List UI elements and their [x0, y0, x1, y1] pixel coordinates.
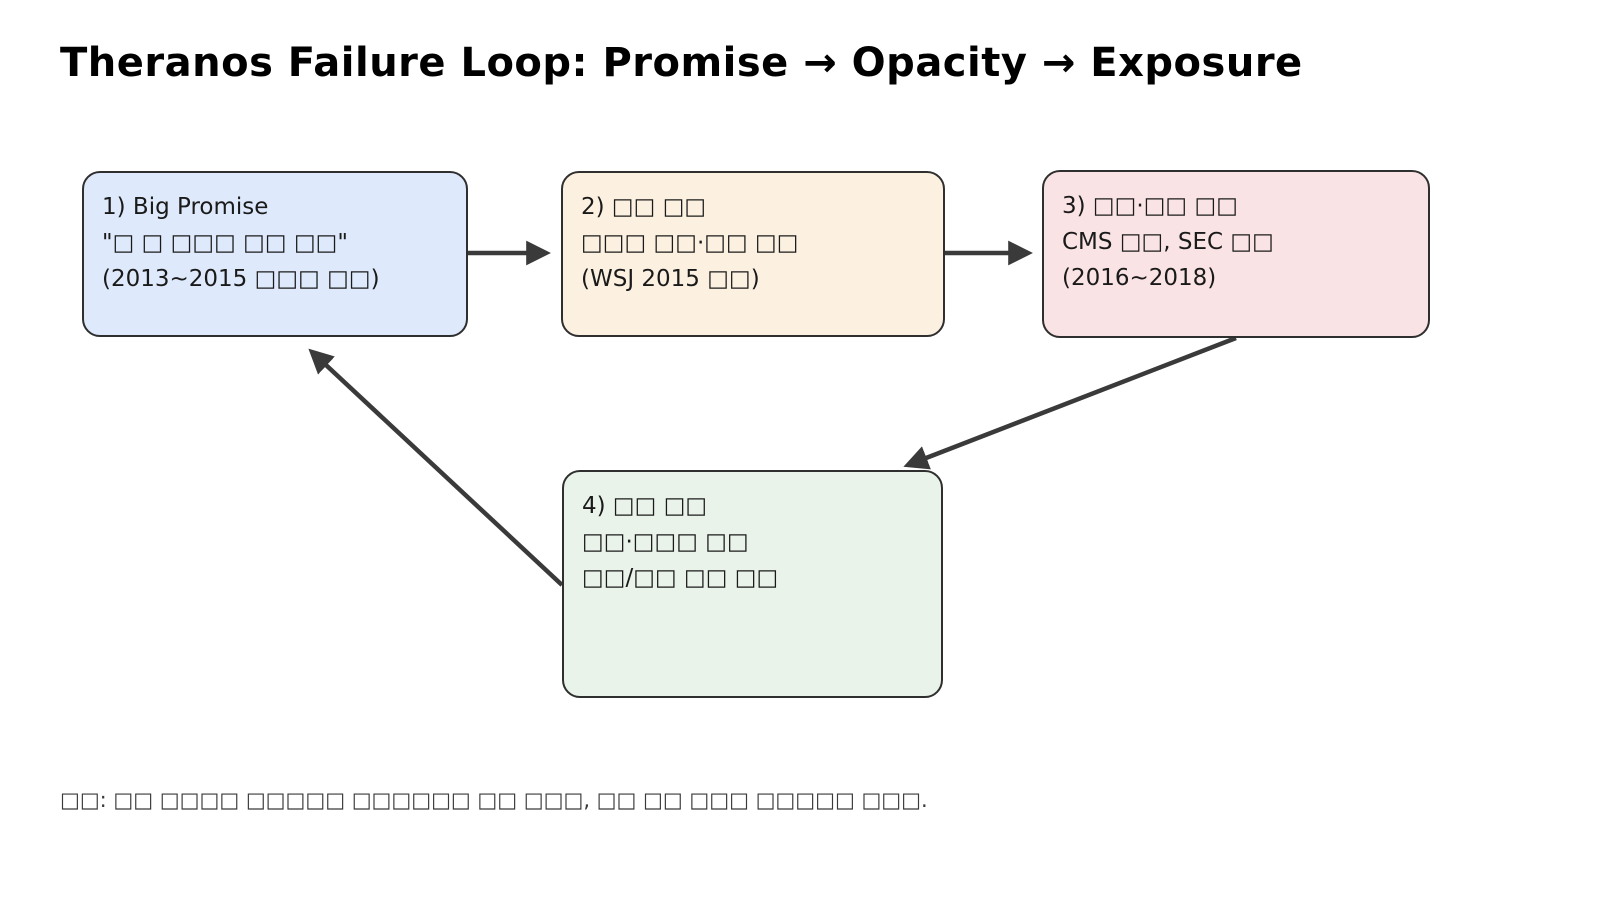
box-3-exposure: 3) □□·□□ □□ CMS □□, SEC □□ (2016~2018): [1042, 170, 1430, 338]
box-2-line-2: □□□ □□·□□ □□: [581, 230, 799, 256]
box-1-big-promise: 1) Big Promise "□ □ □□□ □□ □□" (2013~201…: [82, 171, 468, 337]
arrow-box4-to-box1: [308, 348, 564, 587]
box-2-opacity: 2) □□ □□ □□□ □□·□□ □□ (WSJ 2015 □□): [561, 171, 945, 337]
box-4-line-2: □□·□□□ □□: [582, 529, 749, 555]
box-4-line-3: □□/□□ □□ □□: [582, 565, 779, 591]
box-1-line-2: "□ □ □□□ □□ □□": [102, 230, 348, 256]
box-3-line-3: (2016~2018): [1062, 265, 1217, 291]
box-1-line-1: 1) Big Promise: [102, 194, 269, 220]
footnote-caption: □□: □□ □□□□ □□□□□ □□□□□□ □□ □□□, □□ □□ □…: [60, 788, 928, 812]
diagram-title: Theranos Failure Loop: Promise → Opacity…: [60, 40, 1303, 86]
box-4-line-1: 4) □□ □□: [582, 493, 708, 519]
box-3-line-1: 3) □□·□□ □□: [1062, 193, 1238, 219]
box-4-collapse: 4) □□ □□ □□·□□□ □□ □□/□□ □□ □□: [562, 470, 943, 698]
arrow-box3-to-box4: [903, 335, 1237, 470]
box-2-line-1: 2) □□ □□: [581, 194, 707, 220]
box-2-line-3: (WSJ 2015 □□): [581, 266, 760, 292]
box-1-line-3: (2013~2015 □□□ □□): [102, 266, 380, 292]
box-3-line-2: CMS □□, SEC □□: [1062, 229, 1274, 255]
